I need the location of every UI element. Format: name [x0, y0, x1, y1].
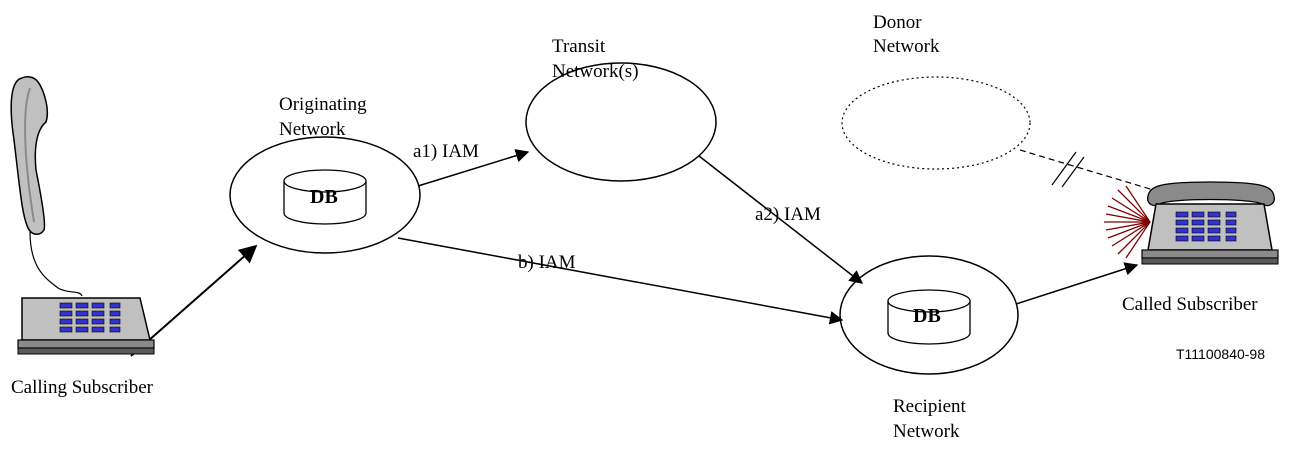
calling-subscriber-label: Calling Subscriber	[11, 377, 154, 398]
recipient-db-icon	[887, 289, 971, 345]
transit-network	[525, 62, 717, 182]
donor-network-label-line2: Network	[873, 36, 940, 57]
edge-label-b: b) IAM	[518, 252, 576, 273]
recipient-db-label: DB	[913, 305, 941, 327]
transit-network-label-line2: Network(s)	[552, 61, 639, 82]
originating-network	[229, 136, 421, 254]
arrow-calling-to-originating	[130, 244, 258, 357]
ringing-icon	[1104, 185, 1151, 259]
recipient-network-label-line2: Network	[893, 421, 960, 442]
donor-to-called-broken-link	[1019, 149, 1161, 193]
edge-label-a1: a1) IAM	[413, 141, 479, 162]
donor-network	[841, 76, 1031, 170]
arrow-a2-iam	[698, 155, 864, 284]
calling-phone-keypad	[59, 302, 121, 333]
recipient-network-label-line1: Recipient	[893, 396, 967, 417]
arrow-recipient-to-called	[1015, 262, 1139, 305]
originating-network-label-line1: Originating	[279, 94, 367, 115]
arrow-b-iam	[397, 237, 844, 325]
donor-network-label-line1: Donor	[873, 12, 922, 33]
originating-db-icon	[283, 169, 367, 225]
called-phone-icon	[1104, 181, 1279, 265]
originating-db-label: DB	[310, 186, 338, 208]
originating-network-label-line2: Network	[279, 119, 346, 140]
arrow-a1-iam	[417, 149, 530, 187]
called-subscriber-label: Called Subscriber	[1122, 294, 1258, 315]
calling-phone-icon	[10, 76, 155, 355]
called-phone-keypad	[1175, 211, 1237, 242]
broken-link-cross-2	[1061, 156, 1085, 188]
transit-network-label-line1: Transit	[552, 36, 606, 57]
edge-label-a2: a2) IAM	[755, 204, 821, 225]
broken-link-cross-1	[1051, 151, 1077, 186]
figure-id: T11100840-98	[1176, 346, 1265, 362]
